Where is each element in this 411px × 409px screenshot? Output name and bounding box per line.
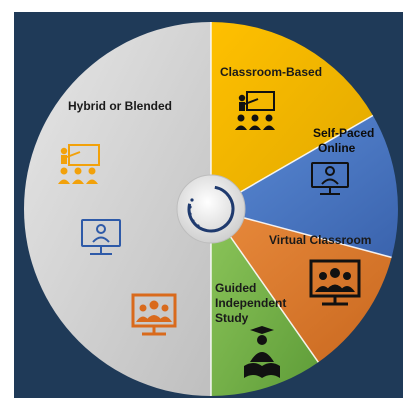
segment-classroom-based [211, 22, 373, 209]
hybrid-classroom-icon [58, 144, 100, 184]
monitor-user-icon [311, 162, 349, 195]
label-guided-independent-study: Guided Independent Study [215, 281, 290, 325]
video-conference-icon [309, 259, 361, 306]
loading-ring-icon [176, 174, 246, 244]
label-self-paced-online: Self-Paced Online [313, 126, 378, 155]
hybrid-monitor-user-icon [81, 219, 121, 255]
segment-hybrid [24, 22, 211, 396]
label-hybrid-or-blended: Hybrid or Blended [68, 99, 172, 113]
classroom-teacher-icon [235, 91, 275, 130]
hybrid-video-conference-icon [131, 293, 177, 336]
label-virtual-classroom: Virtual Classroom [269, 233, 371, 247]
segment-virtual-classroom [211, 209, 392, 363]
label-classroom-based: Classroom-Based [220, 65, 322, 79]
segment-self-paced-online [211, 115, 398, 258]
segment-guided-independent-study [211, 209, 319, 396]
reading-student-icon [244, 326, 280, 378]
